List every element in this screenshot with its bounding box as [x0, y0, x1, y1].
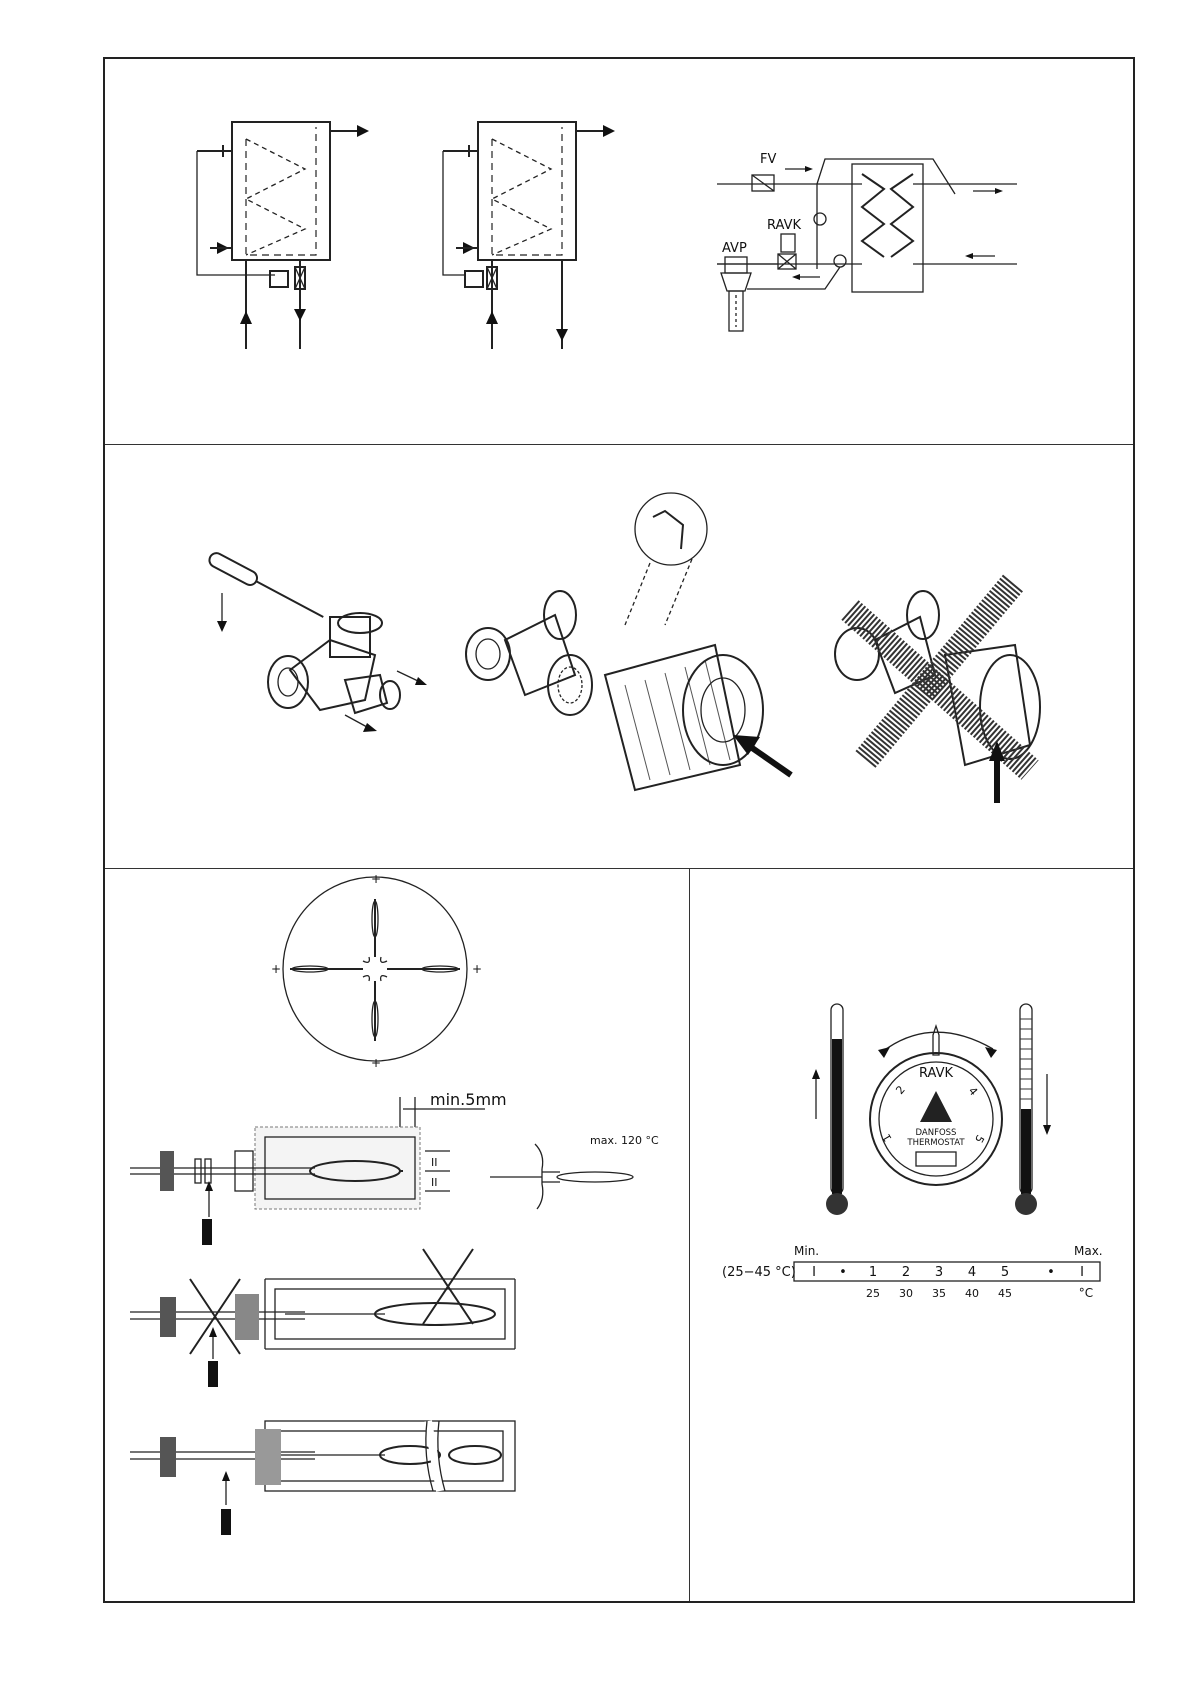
- knob-dial-1: 1: [880, 1131, 895, 1144]
- scale-pos-dot-left: •: [839, 1265, 847, 1280]
- scale-pos-2: 2: [902, 1265, 910, 1280]
- scale-pos-4: 4: [968, 1265, 976, 1280]
- plus-mark-right: +: [472, 962, 482, 976]
- scale-pos-max: I: [1080, 1265, 1084, 1280]
- scale-temp-45: 45: [998, 1287, 1012, 1300]
- fv-label: FV: [760, 152, 776, 167]
- scale-min-label: Min.: [794, 1244, 819, 1258]
- schematics-drawing: FV RAVK AVP: [105, 59, 1133, 445]
- long-pocket-installation: [130, 1421, 515, 1535]
- ravk-label: RAVK: [767, 218, 801, 233]
- tank-diagram-middle: [443, 122, 615, 349]
- scale-max-label: Max.: [1074, 1244, 1103, 1258]
- thermometer-left: [812, 1004, 848, 1215]
- scale-pos-min: I: [812, 1265, 816, 1280]
- scale-pos-dot-right: •: [1047, 1265, 1055, 1280]
- knob-dial-2: 2: [893, 1083, 907, 1097]
- knob-maker-line1: DANFOSS: [916, 1128, 957, 1138]
- pocket-installation-wrong: [130, 1249, 515, 1387]
- scale-pos-5: 5: [1001, 1265, 1009, 1280]
- thermostat-knob: RAVK DANFOSS THERMOSTAT 2 4 1 5: [870, 1026, 1002, 1185]
- thermometer-right: [1015, 1004, 1051, 1215]
- sensor-installation-drawing: + + + + min.5mm II: [105, 869, 690, 1601]
- heat-exchanger-schematic: FV RAVK AVP: [717, 152, 1017, 331]
- scale-temp-35: 35: [932, 1287, 946, 1300]
- panel-sensor-installation: + + + + min.5mm II: [105, 869, 690, 1601]
- max-temp-label: max. 120 °C: [590, 1134, 659, 1147]
- bulb-orientation-diagram: + + + +: [271, 872, 482, 1070]
- instruction-sheet-frame: FV RAVK AVP: [103, 57, 1135, 1603]
- pocket-installation-correct: min.5mm II II: [130, 1090, 507, 1245]
- scale-temp-30: 30: [899, 1287, 913, 1300]
- wrong-mounting-crossed: [835, 583, 1040, 803]
- setting-scale: Min. Max. (25−45 °C) I • 1 2 3 4 5 • I 2…: [722, 1244, 1103, 1300]
- panel-valve-mounting: [105, 445, 1133, 869]
- knob-dial-4: 4: [966, 1085, 980, 1099]
- knob-brand: RAVK: [919, 1066, 953, 1081]
- tank-diagram-left: [197, 122, 369, 349]
- valve-body-with-screwdriver: [207, 551, 427, 732]
- max-temperature-diagram: max. 120 °C: [490, 1134, 659, 1209]
- panel-temperature-setting: RAVK DANFOSS THERMOSTAT 2 4 1 5 Min. Max…: [690, 869, 1133, 1601]
- scale-pos-3: 3: [935, 1265, 943, 1280]
- valve-mounting-drawing: [105, 445, 1133, 869]
- plus-mark-bottom: +: [371, 1056, 381, 1070]
- knob-dial-5: 5: [972, 1133, 987, 1146]
- scale-temp-40: 40: [965, 1287, 979, 1300]
- plus-mark-top: +: [371, 872, 381, 886]
- ok-mark-upper: II: [431, 1156, 438, 1169]
- min-gap-label: min.5mm: [430, 1090, 507, 1109]
- avp-label: AVP: [722, 241, 747, 256]
- scale-pos-1: 1: [869, 1265, 877, 1280]
- plus-mark-left: +: [271, 962, 281, 976]
- setting-drawing: RAVK DANFOSS THERMOSTAT 2 4 1 5 Min. Max…: [690, 869, 1133, 1601]
- scale-temp-25: 25: [866, 1287, 880, 1300]
- scale-range-label: (25−45 °C): [722, 1265, 796, 1280]
- thermostat-mounting: [466, 493, 791, 790]
- scale-unit: °C: [1079, 1286, 1093, 1300]
- ok-mark-lower: II: [431, 1176, 438, 1189]
- panel-installation-schematics: FV RAVK AVP: [105, 59, 1133, 445]
- knob-maker-line2: THERMOSTAT: [906, 1138, 965, 1148]
